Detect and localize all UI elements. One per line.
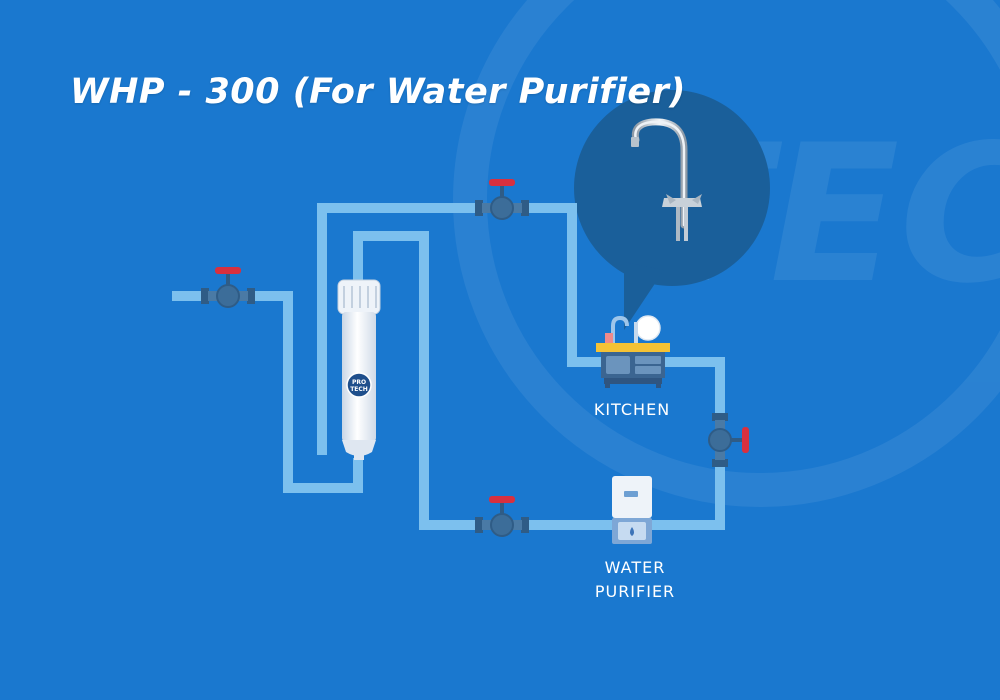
filter-outlet-pipe (353, 231, 725, 530)
kitchen-label: KITCHEN (593, 400, 671, 419)
filter-cartridge-icon: PRO TECH (337, 279, 381, 460)
valve-icon[interactable] (475, 179, 529, 220)
water-purifier-label: WATER PURIFIER (560, 556, 710, 604)
faucet-bubble (574, 90, 770, 330)
valve-icon[interactable] (475, 496, 529, 537)
inlet-pipe (172, 291, 363, 493)
bypass-pipe (317, 203, 608, 455)
water-purifier-label-line1: WATER (604, 558, 666, 577)
faucet-icon (631, 118, 702, 241)
filter-badge-line1: PRO (352, 379, 366, 386)
water-purifier-label-line2: PURIFIER (594, 582, 676, 601)
water-purifier-icon (612, 476, 652, 544)
valve-icon[interactable] (201, 267, 255, 308)
valve-icon[interactable] (708, 413, 749, 467)
page-title: WHP - 300 (For Water Purifier) (70, 72, 686, 112)
kitchen-sink-icon (596, 315, 670, 388)
filter-badge-line2: TECH (350, 386, 368, 393)
filter-brand-badge (346, 372, 372, 398)
